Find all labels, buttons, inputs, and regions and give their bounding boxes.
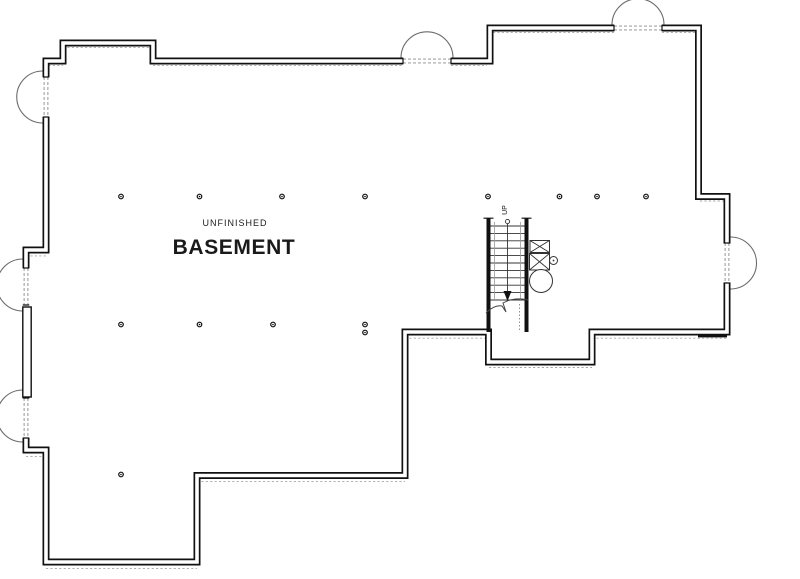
room-label-name: BASEMENT [173,236,296,259]
mechanical-equipment [529,240,558,293]
window-well-arc-left-bottom [0,389,23,443]
stair-break-line [485,298,529,314]
window-well-arc-top-right [611,0,665,25]
water-heater-symbol [529,269,553,293]
column-dot [362,193,368,200]
overhang-dashed-lines [26,32,730,570]
window-right [723,242,731,284]
exterior-walls [22,24,731,566]
exterior-wall-outline [22,24,731,566]
stair-centerline-start [504,218,511,225]
window-well-arc-left-top [16,70,43,124]
window-left-top [42,76,50,118]
column-dot [118,321,124,328]
column-dot [362,329,368,336]
window-well-arc-right [730,236,758,290]
column-dot [556,193,563,200]
column-dot [196,321,203,328]
column-dot [270,321,276,328]
window-well-arc-left-middle [0,258,23,312]
stair-wall-left [486,218,491,332]
exterior-wall-core [24,26,729,564]
column-dot [594,193,600,200]
stair-up-label: UP [502,205,509,215]
stair-wall-right [524,218,529,332]
column-dot [196,193,203,200]
window-top-center [402,57,452,65]
column-dot [279,193,285,200]
window-left-bottom [22,397,30,439]
window-well-arc-top-center [400,31,454,58]
stair-stringers [494,222,521,301]
window-top-right [613,24,663,32]
column-dot [118,471,124,478]
column-dot [118,193,124,200]
column-dot [643,193,649,200]
furnace-symbol-upper [529,240,550,253]
staircase: UP [483,205,532,332]
stair-direction-arrow [503,291,512,301]
window-openings [22,24,731,439]
column-dot [485,193,491,200]
column-dot [362,321,368,328]
bay-window-frame [22,306,32,398]
furnace-symbol-lower [529,253,558,271]
window-well-arcs [0,0,758,443]
foundation-beam-mark [698,334,727,338]
room-label-qualifier: UNFINISHED [202,218,267,228]
room-label: UNFINISHED BASEMENT [173,218,296,259]
window-left-middle [22,267,30,306]
